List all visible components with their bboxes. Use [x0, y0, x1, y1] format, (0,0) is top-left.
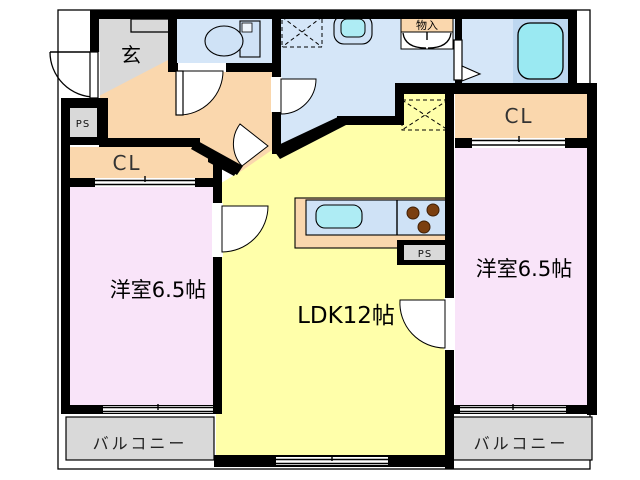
entrance-door-arc — [49, 51, 96, 98]
ps-kitchen-box — [404, 245, 446, 260]
washroom-door-swing — [280, 78, 317, 115]
wall-bathroom-right — [568, 10, 577, 83]
toilet-door-leaf — [175, 70, 184, 116]
balcony-left-label: バルコニー — [93, 434, 188, 453]
closet-left-slider — [95, 178, 195, 187]
stove-burner-1 — [406, 206, 420, 220]
wall-closet-left-top — [99, 138, 200, 147]
wall-left-main — [61, 98, 70, 414]
bathroom-door-arrow — [461, 65, 482, 82]
ps-kitchen-label: PS — [418, 249, 432, 260]
washer-space-x2 — [281, 16, 323, 48]
closet-left-floor — [70, 147, 213, 178]
room-right-floor — [455, 148, 587, 405]
bathroom-door-leaf — [453, 39, 463, 81]
washbasin-bowl — [340, 18, 366, 38]
balcony-right — [451, 416, 593, 461]
fridge-space-x1 — [401, 99, 449, 131]
wall-toilet-washroom — [272, 19, 281, 77]
wall-ldk-roomright-lower — [445, 350, 454, 415]
toilet-bowl — [204, 25, 244, 57]
room-right-label: 洋室6.5帖 — [476, 257, 572, 281]
storage-bifold-left — [402, 32, 427, 49]
wall-right-main — [587, 94, 597, 415]
storage-bifold-right — [427, 32, 452, 49]
ps-left-box — [70, 108, 97, 137]
wall-left-entrance — [90, 10, 99, 52]
ldk-floor — [216, 86, 450, 458]
entrance-label: 玄 — [121, 43, 141, 67]
balcony-left — [65, 416, 215, 461]
entrance-floor — [99, 19, 168, 101]
ldk-label: LDK12帖 — [297, 303, 395, 329]
room-left-floor — [70, 187, 213, 405]
wall-hall-washroom-lower — [272, 112, 281, 154]
ps-left-label: PS — [76, 119, 90, 130]
washroom-door-opening — [271, 77, 282, 112]
entrance-door-leaf — [89, 51, 99, 99]
roomleft-door-opening — [212, 203, 223, 257]
fridge-space-x2 — [401, 99, 449, 131]
roomright-door-opening — [444, 298, 455, 350]
closet-left-label: CL — [112, 151, 141, 175]
closet-right-label: CL — [504, 104, 533, 128]
wall-ldk-roomleft — [213, 156, 222, 414]
kitchen-sink — [315, 204, 363, 229]
stove-burner-3 — [417, 220, 431, 234]
wall-top — [90, 10, 577, 19]
roomright-door-swing — [399, 299, 446, 349]
wall-washroom-step — [395, 85, 404, 125]
balcony-right-label: バルコニー — [474, 434, 569, 453]
ldk-door-swing — [232, 123, 269, 167]
bathtub — [517, 22, 564, 80]
roomleft-door-swing — [221, 205, 269, 253]
wall-diagonal-washroom — [272, 116, 346, 159]
stove-burner-2 — [426, 203, 440, 217]
closet-right-floor — [455, 94, 587, 138]
wall-ldk-roomright-stub — [445, 415, 454, 469]
wall-ldk-roomright-upper — [445, 83, 454, 298]
storage-label: 物入 — [416, 18, 438, 32]
washroom-floor — [279, 17, 457, 156]
wall-washroom-bottom — [337, 116, 400, 125]
wall-bath-bottom — [395, 83, 597, 94]
toilet-flush — [241, 22, 253, 33]
wall-entrance-toilet — [168, 19, 177, 63]
toilet-door-opening — [178, 63, 226, 72]
closet-right-slider — [472, 138, 565, 148]
room-left-label: 洋室6.5帖 — [110, 278, 206, 302]
